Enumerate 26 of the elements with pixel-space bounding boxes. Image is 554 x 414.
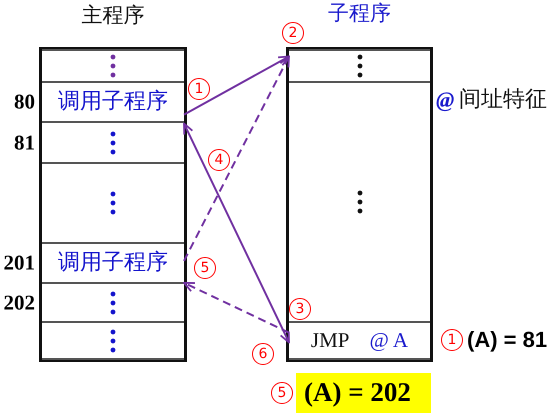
program-title: 子程序 [328,2,391,26]
callout-number: 1 [441,329,463,351]
indirect-address-symbol: @ [436,88,454,112]
address-label: 81 [14,130,35,154]
arrow [184,56,290,116]
opcode-text: JMP [310,328,350,352]
operand-text: @ A [369,328,408,352]
program-title: 主程序 [82,4,144,28]
callout-number: 5 [271,382,293,404]
callout-number: 3 [289,298,311,320]
arrow [183,282,290,334]
arrow [183,122,290,344]
address-label: 80 [14,90,35,114]
callout-number: 5 [194,257,216,279]
instruction-text: 调用子程序 [58,90,168,114]
arrow [183,56,290,262]
address-label: 201 [4,251,35,275]
callout-number: 4 [208,149,230,171]
callout-number: 6 [252,343,274,365]
highlighted-register-value: (A) = 202 [296,373,431,413]
register-value-text: (A) = 81 [467,328,548,352]
annotation-text: 间址特征 [459,88,547,112]
address-label: 202 [4,290,35,314]
callout-number: 1 [188,78,210,100]
callout-number: 2 [282,22,304,44]
instruction-text: 调用子程序 [58,250,168,276]
